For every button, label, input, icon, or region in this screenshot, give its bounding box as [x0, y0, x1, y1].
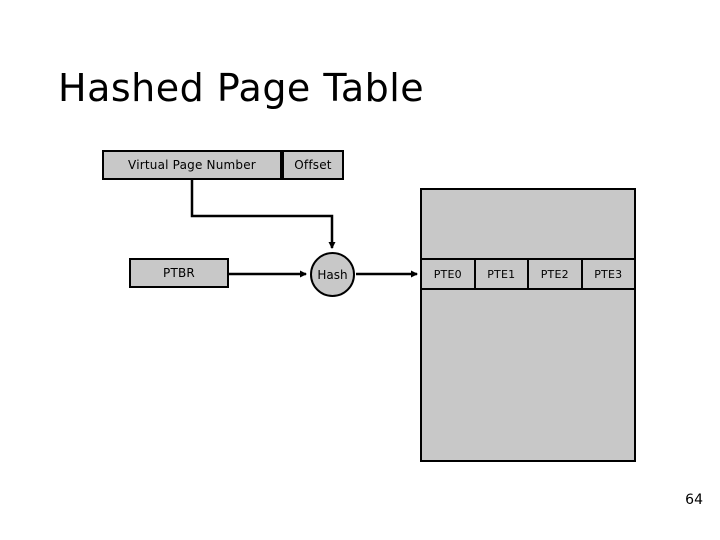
ptbr-label: PTBR: [163, 266, 195, 280]
page-title: Hashed Page Table: [58, 66, 425, 110]
hash-node: Hash: [310, 252, 355, 297]
offset-box: Offset: [282, 150, 344, 180]
offset-label: Offset: [294, 158, 332, 172]
page-table-entry-label: PTE3: [594, 267, 623, 281]
virtual-page-number-box: Virtual Page Number: [102, 150, 282, 180]
slide-page-number: 64: [685, 492, 703, 508]
connector-vpn-to-hash: [190, 180, 336, 249]
page-table-entry-label: PTE2: [540, 267, 569, 281]
page-table-entry-row: PTE0 PTE1 PTE2 PTE3: [420, 258, 636, 290]
virtual-page-number-label: Virtual Page Number: [128, 158, 256, 172]
hashed-page-table-frame: [420, 188, 636, 462]
page-table-entry: PTE3: [580, 258, 636, 290]
page-table-entry-label: PTE1: [487, 267, 516, 281]
page-table-entry-label: PTE0: [433, 267, 462, 281]
hash-label: Hash: [317, 267, 348, 282]
ptbr-box: PTBR: [129, 258, 229, 288]
